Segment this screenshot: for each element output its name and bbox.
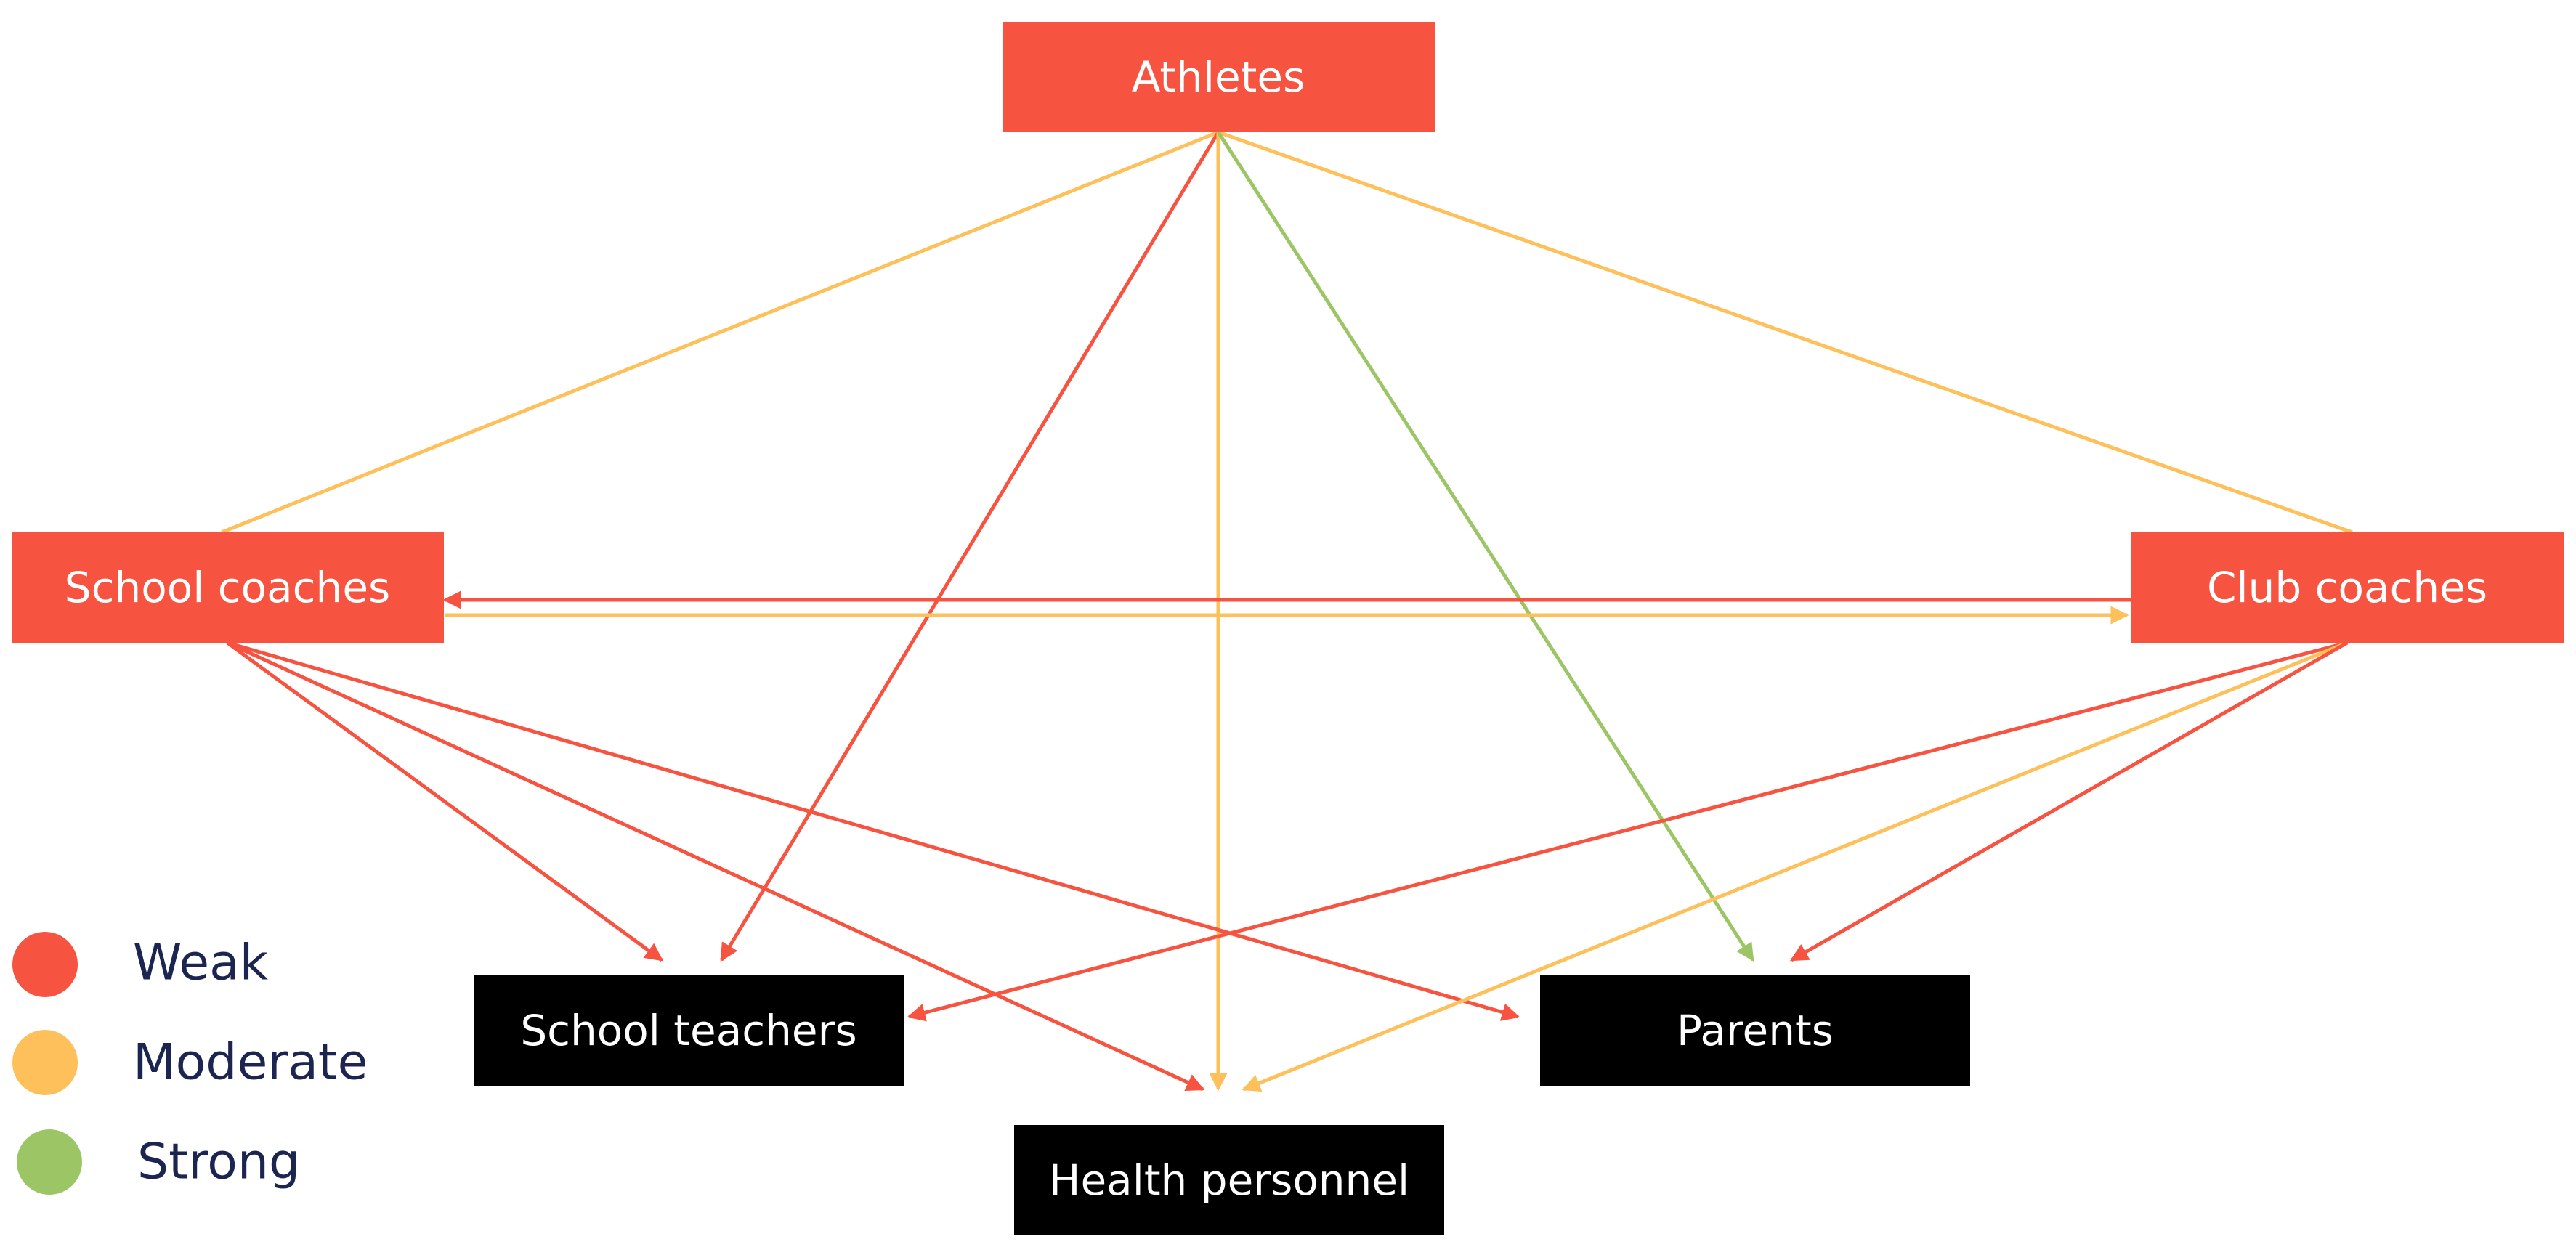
node-health-personnel[interactable]: Health personnel (1014, 1125, 1444, 1235)
node-school-coaches[interactable]: School coaches (12, 532, 444, 643)
legend-swatch-strong (17, 1129, 82, 1195)
legend-label-moderate: Moderate (133, 1034, 368, 1092)
node-athletes-label: Athletes (1132, 52, 1305, 102)
edge-athletes-to-club-coaches (1218, 130, 2353, 535)
edge-school-coaches-to-health-personnel (226, 641, 1205, 1092)
edge-club-coaches-to-health-personnel (1242, 641, 2348, 1092)
edge-athletes-to-school-teachers (719, 131, 1220, 962)
edge-club-coaches-to-school-teachers (907, 641, 2348, 1022)
node-club-coaches[interactable]: Club coaches (2131, 532, 2564, 643)
legend-swatch-weak (12, 932, 78, 997)
node-school-coaches-box (12, 532, 444, 643)
node-school-teachers-label: School teachers (520, 1006, 856, 1055)
legend-item-weak: Weak (12, 932, 269, 997)
node-parents-label: Parents (1677, 1006, 1834, 1055)
node-club-coaches-box (2131, 532, 2564, 643)
edge-school-coaches-to-school-teachers (226, 641, 664, 962)
node-athletes-box (1003, 22, 1435, 132)
legend-label-strong: Strong (137, 1134, 300, 1191)
legend-label-weak: Weak (133, 935, 269, 992)
legend: Weak Moderate Strong (12, 932, 368, 1195)
legend-item-moderate: Moderate (12, 1030, 368, 1095)
edge-club-coaches-to-parents (1789, 641, 2349, 962)
node-health-personnel-box (1014, 1125, 1444, 1235)
edge-athletes-to-school-coaches (221, 130, 1219, 535)
node-school-teachers-box (474, 975, 904, 1086)
node-health-personnel-label: Health personnel (1049, 1155, 1409, 1205)
edge-school-coaches-to-parents (227, 641, 1520, 1021)
legend-swatch-moderate (12, 1030, 78, 1095)
node-parents-box (1540, 975, 1970, 1086)
legend-item-strong: Strong (17, 1129, 300, 1195)
node-school-teachers[interactable]: School teachers (474, 975, 904, 1086)
node-athletes[interactable]: Athletes (1003, 22, 1435, 132)
node-parents[interactable]: Parents (1540, 975, 1970, 1086)
edge-athletes-to-parents (1216, 131, 1755, 962)
node-school-coaches-label: School coaches (65, 563, 390, 612)
node-club-coaches-label: Club coaches (2207, 563, 2487, 612)
edges-layer (221, 130, 2353, 1092)
